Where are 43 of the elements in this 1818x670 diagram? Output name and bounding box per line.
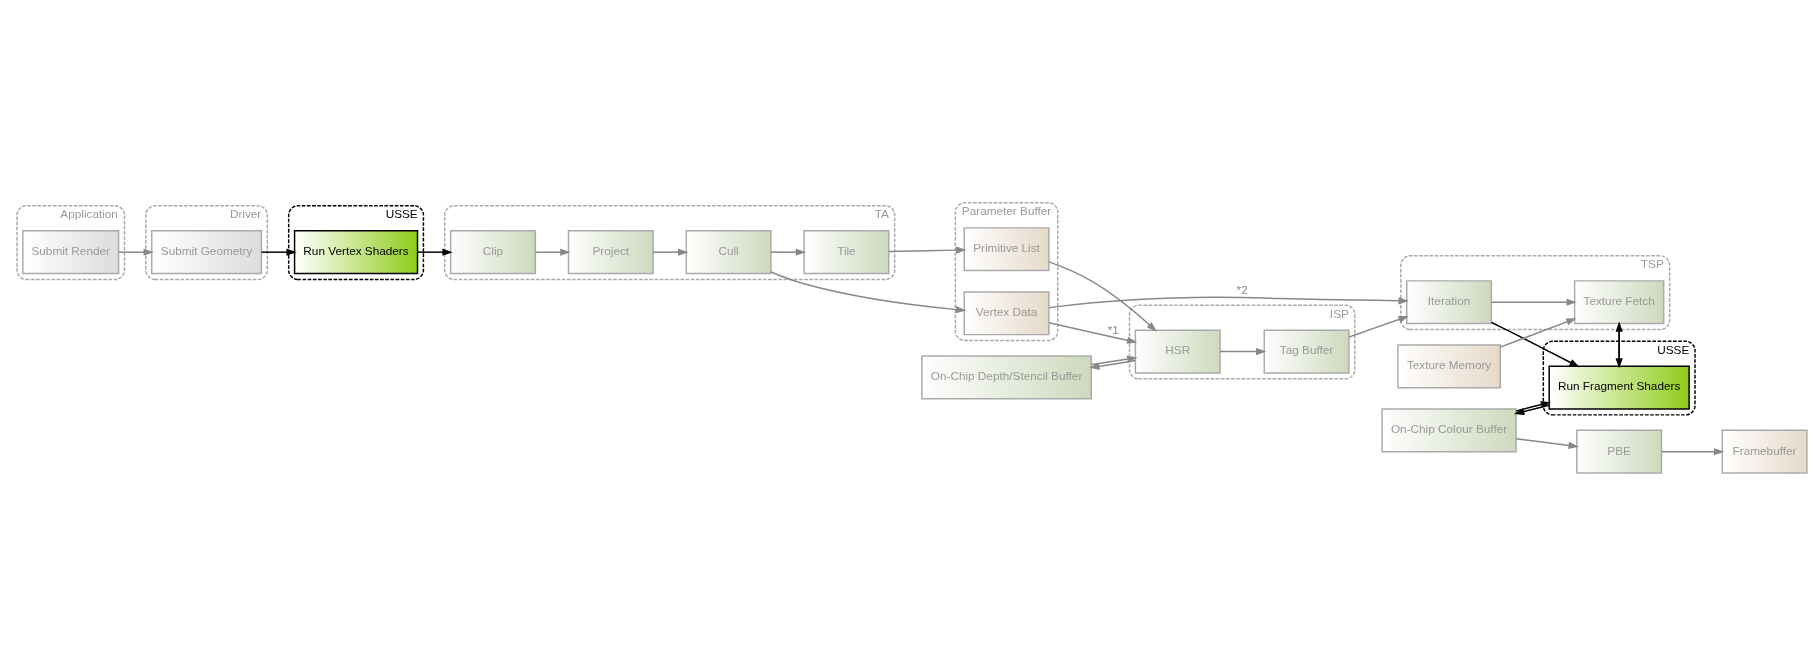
arrow (1348, 316, 1409, 338)
node-box: Texture Memory (1397, 344, 1501, 389)
edge-label: *1 (1107, 322, 1119, 336)
node-box: Project (567, 230, 654, 275)
arrow (534, 248, 571, 256)
arrow (1515, 438, 1579, 449)
arrow (1499, 318, 1577, 348)
arrow (652, 248, 689, 256)
arrow (1490, 321, 1580, 368)
node-box: Submit Geometry (151, 230, 263, 275)
node-box: On-Chip Depth/Stencil Buffer (921, 355, 1092, 400)
arrow (416, 248, 453, 256)
arrow (770, 248, 807, 256)
node-box: Run Fragment Shaders (1548, 365, 1690, 410)
arrow (1048, 296, 1409, 309)
edge-label: *2 (1236, 282, 1248, 296)
arrow (1660, 448, 1725, 456)
node-box: Run Vertex Shaders (293, 230, 419, 275)
node-box: Vertex Data (963, 291, 1050, 336)
arrow (1515, 401, 1552, 412)
node-box: Cull (685, 230, 772, 275)
arrow (1089, 359, 1137, 370)
arrow (1514, 404, 1550, 416)
node-box: Primitive List (963, 227, 1050, 272)
node-box: PBE (1576, 429, 1663, 474)
node-box: Submit Render (22, 230, 120, 275)
node-box: Clip (449, 230, 537, 275)
arrow (1048, 321, 1138, 344)
node-box: On-Chip Colour Buffer (1381, 408, 1517, 453)
node-box: Tag Buffer (1263, 329, 1350, 374)
arrow (1090, 355, 1138, 366)
arrow (888, 246, 967, 254)
arrow (1219, 347, 1267, 356)
arrow (260, 248, 297, 256)
arrow (1048, 261, 1157, 332)
node-box: Texture Fetch (1573, 280, 1665, 325)
node-box: Tile (803, 230, 890, 275)
arrow (117, 248, 154, 256)
node-box: Iteration (1406, 280, 1493, 325)
arrow (1490, 298, 1577, 306)
node-box: HSR (1134, 329, 1221, 374)
node-box: Framebuffer (1721, 429, 1808, 474)
arrow (770, 271, 967, 314)
